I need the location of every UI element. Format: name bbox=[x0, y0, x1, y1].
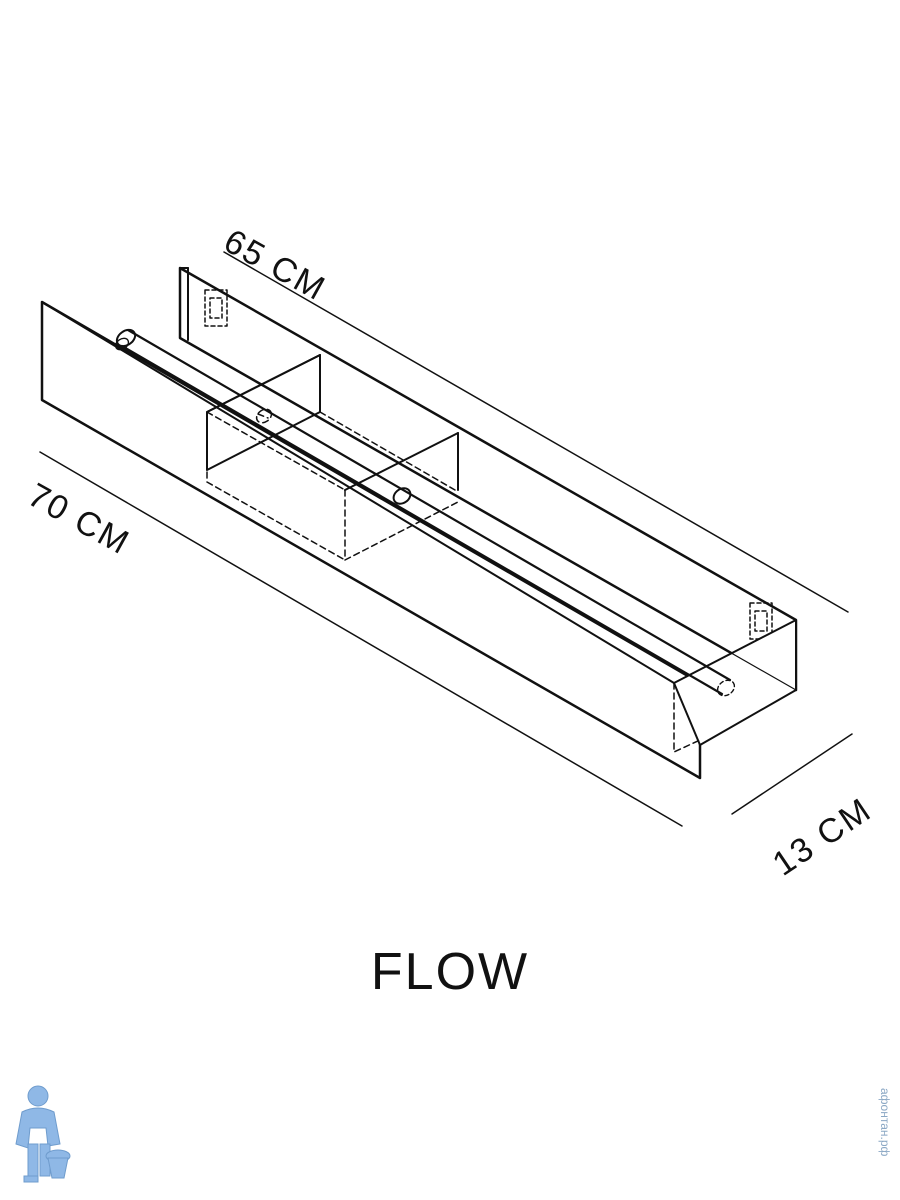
top-rail-edge bbox=[41, 301, 675, 684]
rod bbox=[126, 328, 732, 682]
mount-bracket-right bbox=[749, 602, 773, 640]
rod-end bbox=[115, 328, 137, 348]
product-name: FLOW bbox=[370, 943, 530, 1001]
dimension-line-70 bbox=[39, 451, 683, 827]
back-panel bbox=[178, 266, 798, 692]
front-panel bbox=[40, 300, 702, 780]
rod-end bbox=[114, 337, 130, 351]
right-end-panel bbox=[673, 619, 797, 746]
plumber-mascot-logo-icon bbox=[15, 1085, 71, 1183]
right-end-hidden bbox=[673, 682, 701, 753]
dimension-line-13 bbox=[731, 733, 853, 815]
mount-bracket-left bbox=[204, 289, 228, 327]
divider-right bbox=[344, 432, 459, 561]
rod bbox=[120, 344, 724, 696]
top-rail-edge bbox=[179, 337, 797, 691]
site-watermark: афонтан.рф bbox=[878, 1088, 892, 1157]
dimension-line-65 bbox=[223, 251, 849, 613]
rod-end bbox=[716, 679, 736, 697]
divider-left bbox=[206, 354, 456, 561]
